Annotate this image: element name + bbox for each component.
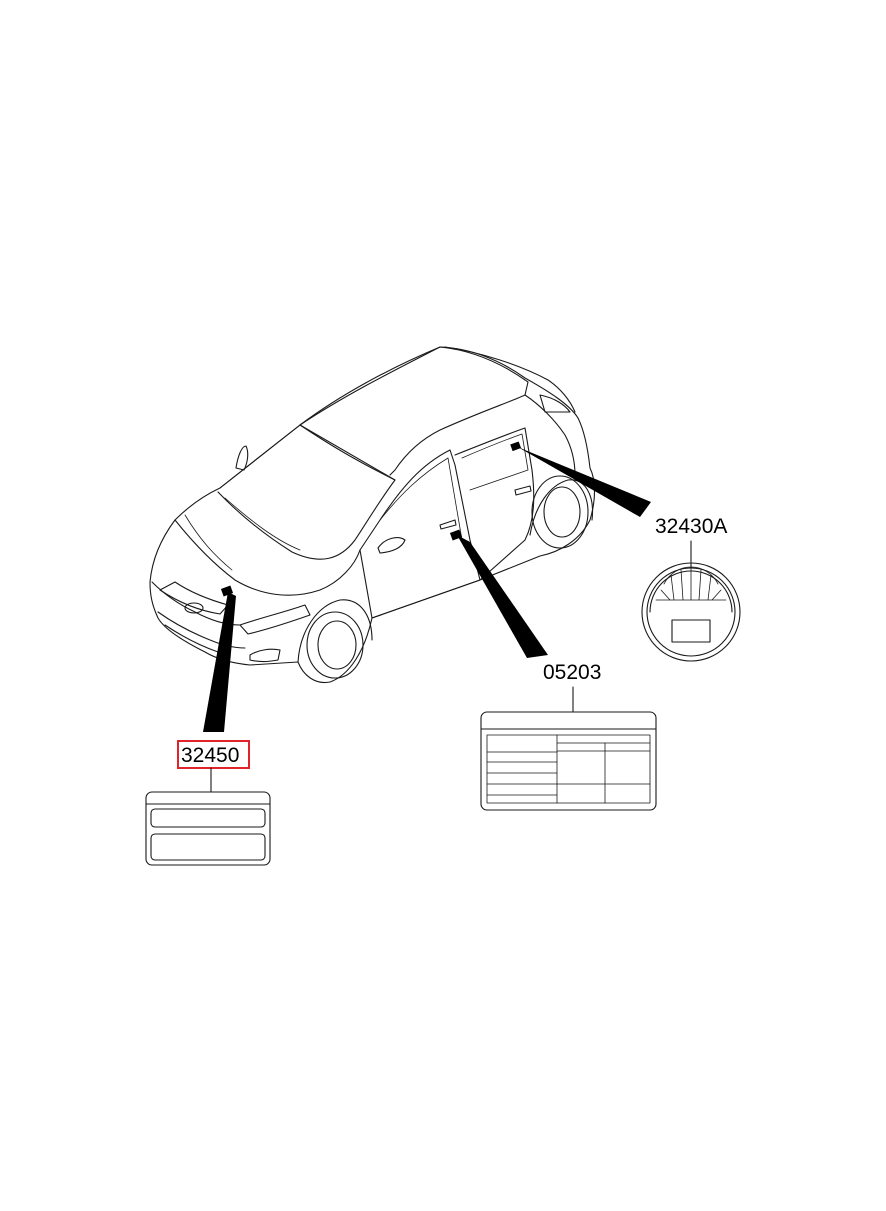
car-illustration	[149, 346, 596, 684]
part-32430A[interactable]: 32430A	[641, 515, 741, 662]
part-label-32450[interactable]: 32450	[181, 744, 239, 767]
leader-lines	[203, 441, 651, 732]
leader-05203	[457, 535, 548, 658]
part-label-05203[interactable]: 05203	[543, 661, 601, 684]
part-32450[interactable]: 32450	[145, 740, 271, 866]
highlight-box-32450	[177, 740, 250, 769]
part-05203[interactable]: 05203	[480, 661, 657, 811]
part-label-32430A[interactable]: 32430A	[655, 515, 727, 538]
leader-32450	[203, 592, 236, 732]
leader-32430A	[516, 446, 651, 517]
marker-32430A	[510, 441, 522, 452]
